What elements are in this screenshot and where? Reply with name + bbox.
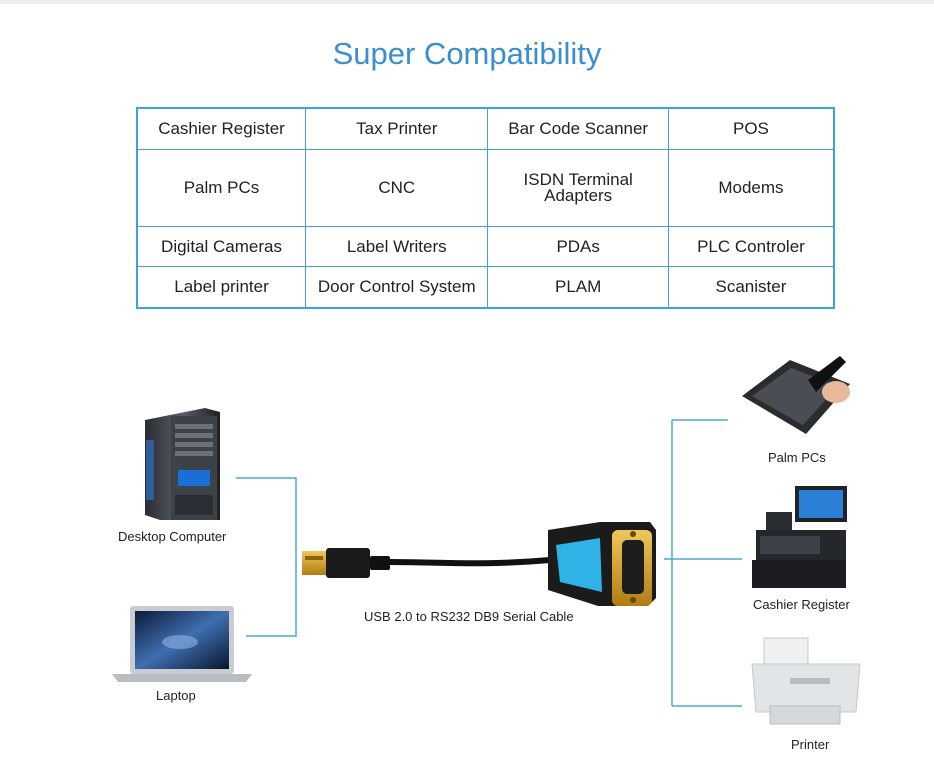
usb-plug-icon <box>302 548 390 578</box>
desktop-computer-icon <box>145 408 220 520</box>
table-cell: PLAM <box>487 266 669 309</box>
table-cell: PDAs <box>487 226 669 268</box>
table-cell: POS <box>667 107 835 150</box>
laptop-label: Laptop <box>156 688 196 703</box>
table-cell: Label printer <box>136 266 307 309</box>
table-cell: Scanister <box>667 266 835 309</box>
table-cell: Modems <box>667 148 835 228</box>
palm-pc-tablet-icon <box>742 356 850 434</box>
desktop-computer-label: Desktop Computer <box>118 529 227 544</box>
cashier-register-label: Cashier Register <box>753 597 850 612</box>
connector-lines <box>236 419 742 707</box>
top-divider <box>0 0 934 4</box>
table-row: Cashier Register Tax Printer Bar Code Sc… <box>136 107 835 150</box>
palm-pcs-label: Palm PCs <box>768 450 826 465</box>
table-cell: PLC Controler <box>667 226 835 268</box>
compatibility-table: Cashier Register Tax Printer Bar Code Sc… <box>136 107 835 309</box>
table-cell: CNC <box>305 148 489 228</box>
table-cell: Palm PCs <box>136 148 307 228</box>
printer-label: Printer <box>791 737 830 752</box>
table-cell: Door Control System <box>305 266 489 309</box>
table-row: Label printer Door Control System PLAM S… <box>136 266 835 309</box>
table-cell: ISDN Terminal Adapters <box>487 148 669 228</box>
table-row: Palm PCs CNC ISDN Terminal Adapters Mode… <box>136 148 835 228</box>
cable-icon <box>387 557 551 567</box>
cable-label: USB 2.0 to RS232 DB9 Serial Cable <box>364 609 574 624</box>
db9-connector-icon <box>548 522 656 606</box>
table-row: Digital Cameras Label Writers PDAs PLC C… <box>136 226 835 268</box>
table-cell: Digital Cameras <box>136 226 307 268</box>
table-cell: Bar Code Scanner <box>487 107 669 150</box>
printer-icon <box>751 637 861 725</box>
page-title: Super Compatibility <box>332 36 602 71</box>
cashier-register-icon <box>752 486 847 588</box>
laptop-icon <box>112 606 252 682</box>
